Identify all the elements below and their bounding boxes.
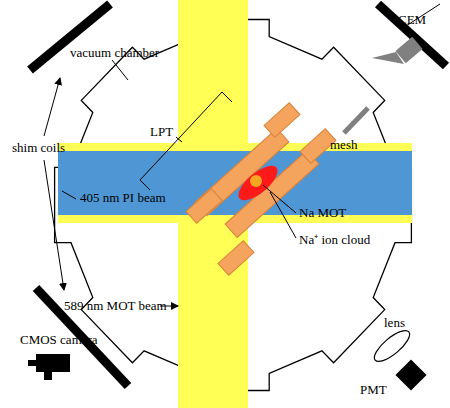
leader-line	[176, 137, 182, 142]
part-label: CMOS camera	[20, 333, 98, 347]
lens	[370, 326, 414, 367]
part-label: LPT	[150, 125, 173, 139]
mot-cloud	[250, 175, 262, 187]
beam-label: 405 nm PI beam	[80, 191, 166, 205]
leader-line	[112, 60, 128, 80]
pmt	[395, 359, 426, 390]
leader-arrow	[44, 78, 60, 136]
part-label: lens	[384, 316, 405, 330]
part-label: Na⁺ ion cloud	[299, 233, 370, 247]
part-label: PMT	[360, 383, 387, 397]
part-label: mesh	[330, 138, 357, 152]
lpt-electrodes	[186, 103, 336, 276]
part-label: shim coils	[12, 141, 65, 155]
part-label: vacuum chamber	[70, 46, 159, 60]
shim-coils	[30, 4, 446, 386]
part-label: Na MOT	[299, 206, 346, 220]
leader-line	[270, 192, 296, 238]
leader-line	[62, 191, 76, 199]
leader-arrow	[44, 160, 64, 290]
beam-label: 589 nm MOT beam	[64, 299, 167, 313]
cem	[372, 37, 423, 64]
mesh	[344, 108, 368, 133]
part-label: CEM	[398, 13, 426, 27]
cmos-camera	[28, 354, 70, 380]
ion-cloud	[233, 160, 283, 206]
lpt-bracket	[140, 92, 232, 190]
